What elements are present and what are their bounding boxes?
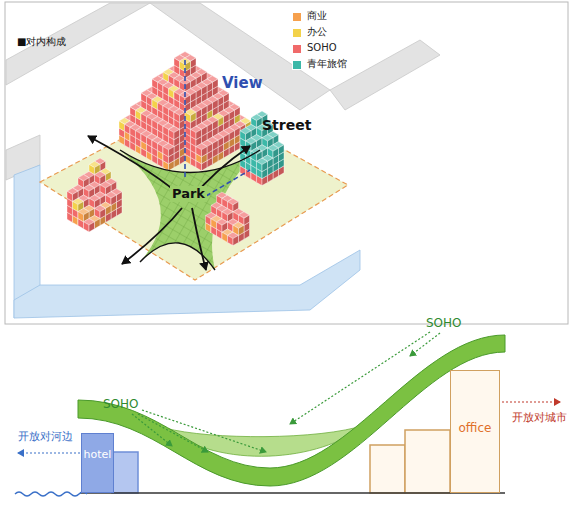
cube-face	[136, 131, 142, 141]
cube-face	[235, 107, 241, 117]
cube-face	[158, 82, 164, 92]
park-plaza	[120, 150, 260, 270]
cube-face	[141, 93, 147, 103]
cube-face	[213, 99, 219, 109]
cube-face	[130, 127, 136, 137]
cube-face	[163, 85, 169, 95]
cube-face	[147, 96, 153, 106]
cube-face	[125, 124, 131, 134]
cube-face	[191, 58, 197, 68]
cube-face	[119, 121, 125, 131]
cube-face	[218, 117, 224, 127]
cube-face	[207, 82, 213, 92]
cube-face	[152, 99, 158, 109]
cube-face	[174, 58, 180, 68]
cube-face	[180, 61, 186, 71]
site-plot	[40, 100, 348, 280]
cube-face	[136, 110, 142, 120]
site-roads	[6, 3, 440, 180]
cube-face	[130, 107, 136, 117]
cube-face	[213, 79, 219, 89]
cube-face	[141, 113, 147, 123]
cube-face	[218, 96, 224, 106]
cube-face	[235, 127, 241, 137]
panel-frame	[5, 2, 568, 324]
cube-face	[229, 110, 235, 120]
cube-face	[224, 93, 230, 103]
cube-face	[152, 79, 158, 89]
cube-face	[224, 113, 230, 123]
cube-face	[147, 117, 153, 127]
cube-face	[185, 61, 191, 71]
cube-face	[229, 131, 235, 141]
cube-face	[202, 85, 208, 95]
